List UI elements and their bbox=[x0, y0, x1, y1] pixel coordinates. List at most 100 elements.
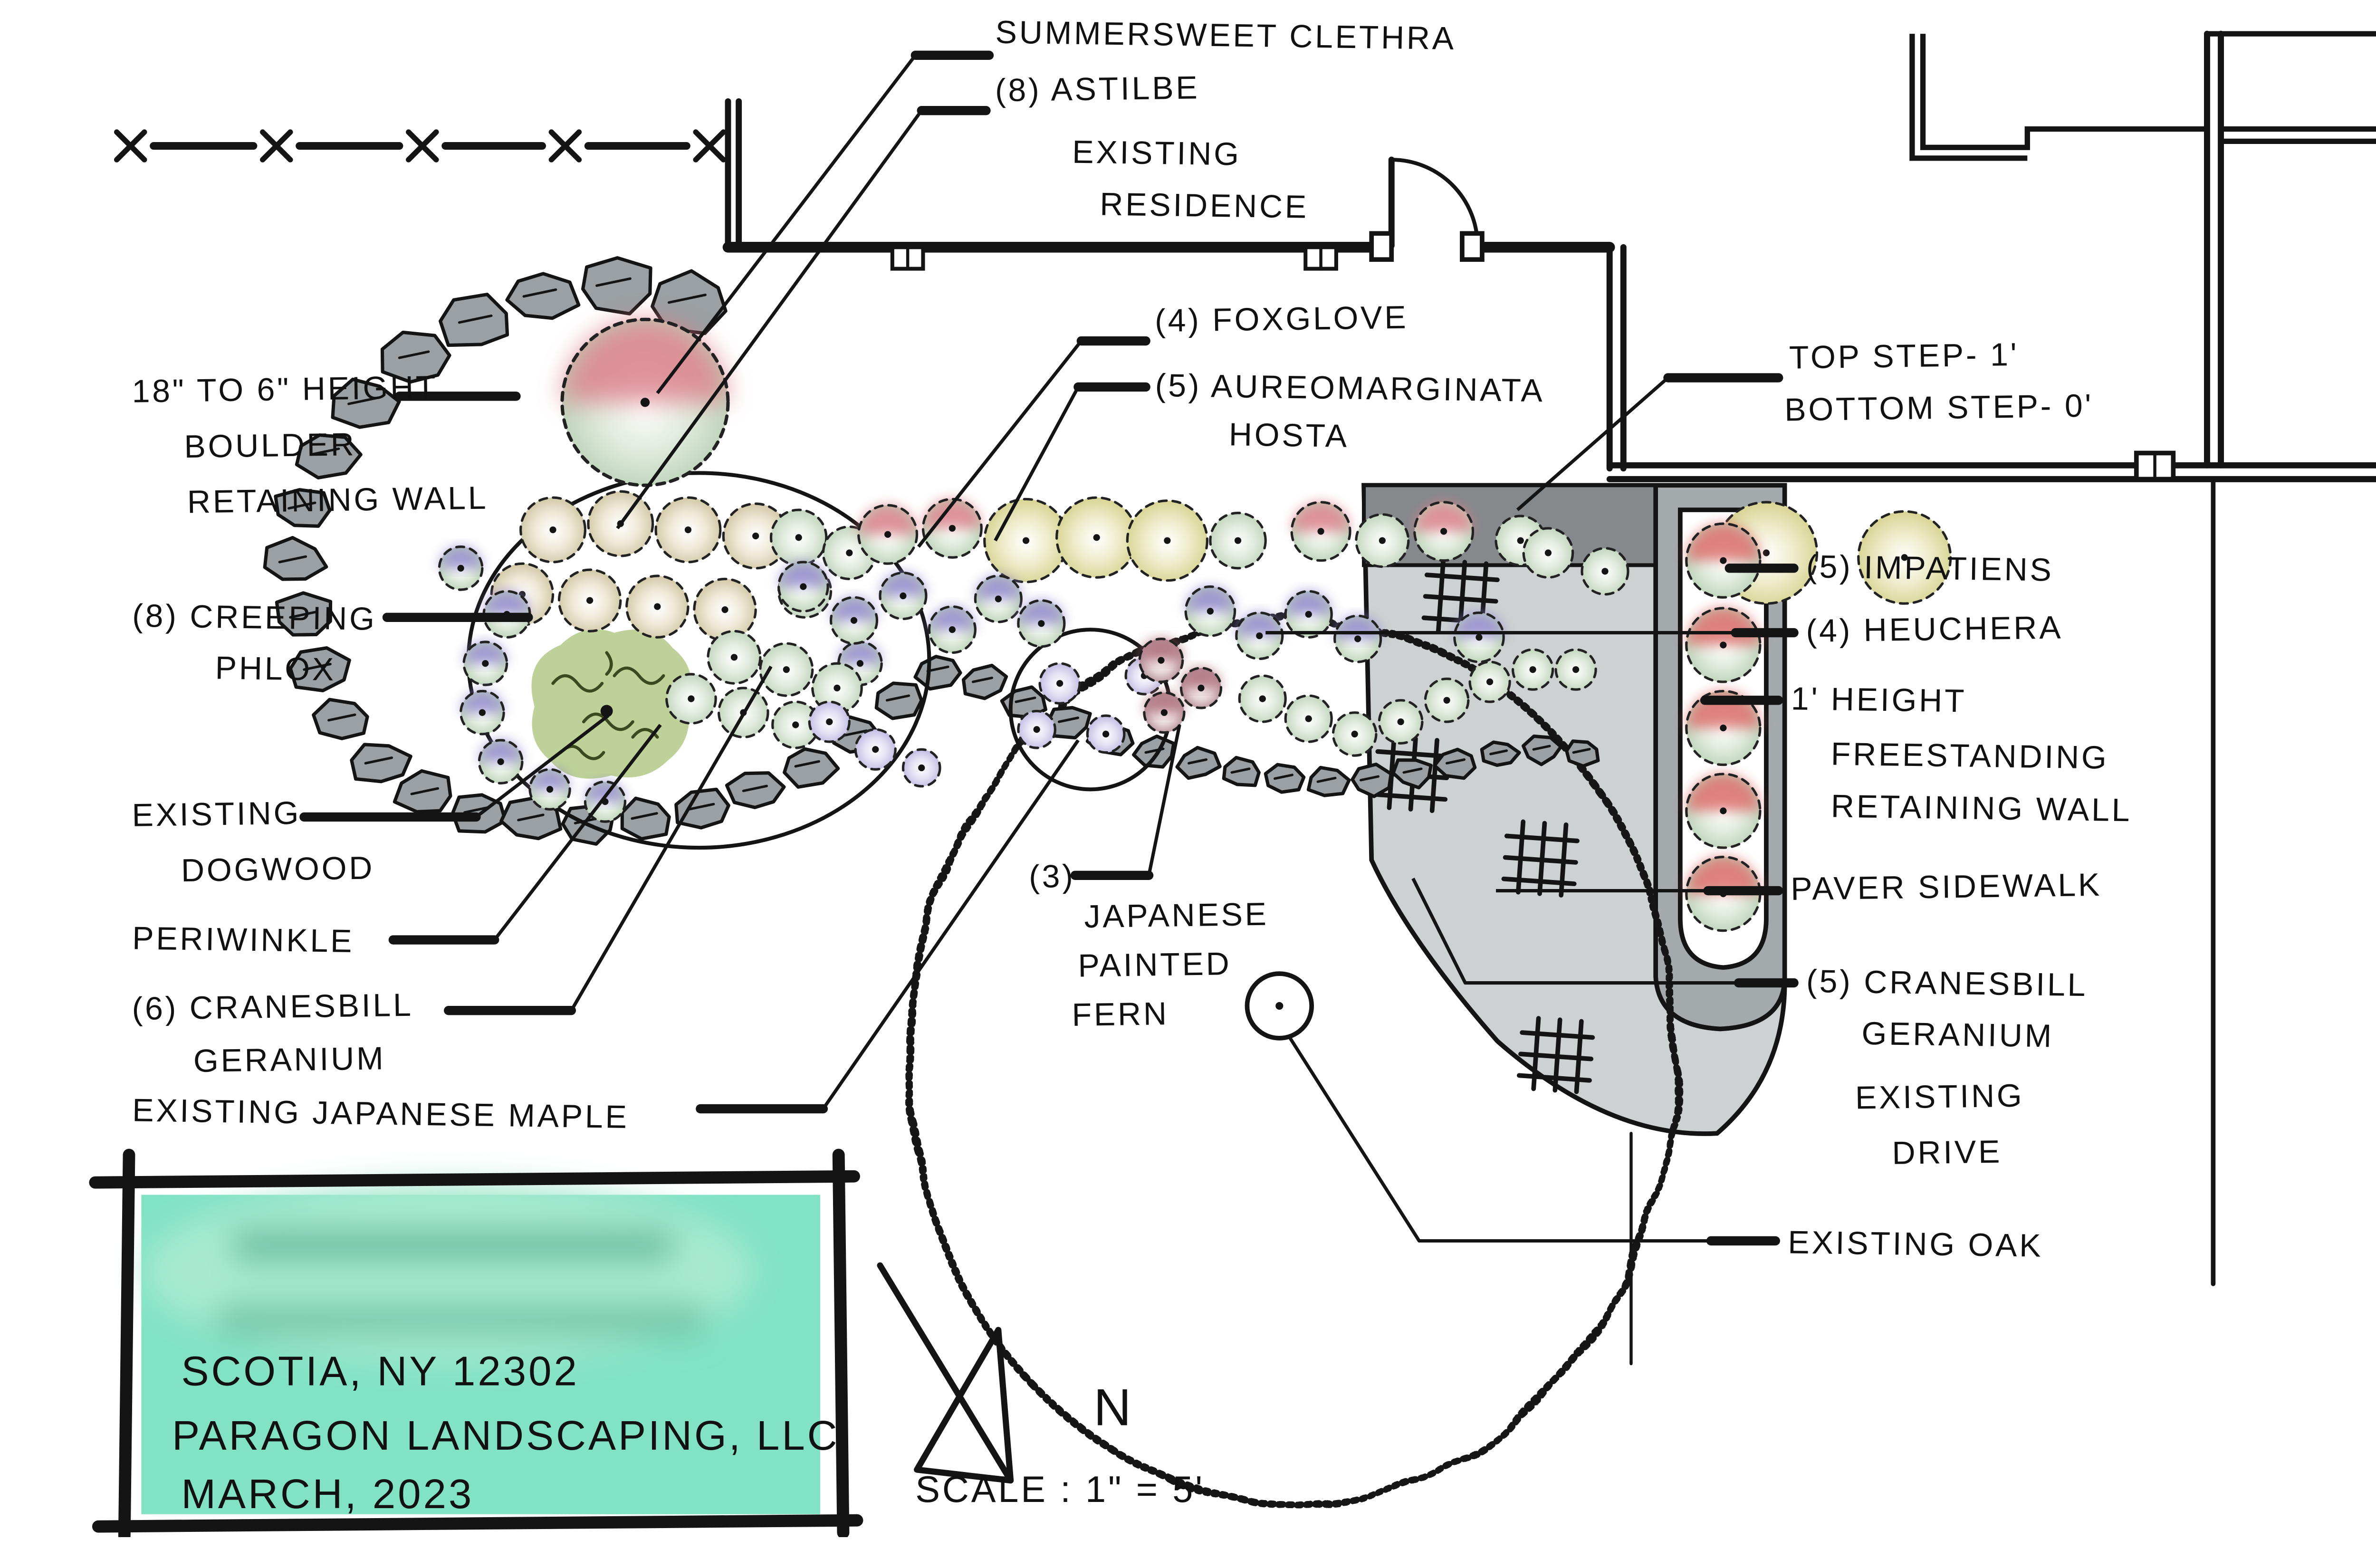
label-text: EXISTING bbox=[132, 795, 301, 833]
plant-foxglove bbox=[857, 504, 919, 565]
label-text: EXISTING bbox=[1072, 134, 1242, 172]
boulder bbox=[1306, 765, 1351, 797]
boulder bbox=[1264, 763, 1306, 794]
label-text: (6) CRANESBILL bbox=[132, 987, 413, 1027]
property-fence-line bbox=[114, 129, 726, 163]
plant-heuchera bbox=[1017, 599, 1066, 648]
label-text: (8) ASTILBE bbox=[995, 70, 1200, 108]
boulder bbox=[1391, 758, 1433, 790]
plant-tan bbox=[654, 496, 722, 564]
plant-lightgreen bbox=[811, 662, 863, 714]
label-existing-drive: EXISTING DRIVE bbox=[1855, 1078, 2024, 1171]
plant-clethra bbox=[560, 317, 730, 487]
label-text: DRIVE bbox=[1892, 1134, 2002, 1171]
leader-line bbox=[994, 386, 1080, 542]
plant-heuchera bbox=[1284, 590, 1333, 639]
boulder bbox=[1351, 763, 1393, 798]
plant-lightgreen bbox=[1284, 694, 1333, 743]
door-jamb bbox=[1460, 231, 1485, 262]
label-text: (5) AUREOMARGINATA bbox=[1155, 368, 1545, 409]
boulder bbox=[331, 377, 401, 429]
boulder bbox=[1522, 734, 1563, 766]
plant-lightgreen bbox=[1378, 699, 1424, 745]
label-text: (8) CREEPING bbox=[132, 598, 377, 637]
label-text: PAVER SIDEWALK bbox=[1791, 867, 2102, 907]
plant-lightgreen bbox=[769, 508, 828, 566]
boulder bbox=[620, 796, 671, 841]
boulder bbox=[581, 256, 652, 316]
plant-lavender bbox=[1038, 662, 1081, 705]
boulder bbox=[674, 787, 730, 830]
plant-heuchera bbox=[829, 596, 879, 645]
boulder bbox=[505, 272, 581, 320]
plant-heuchera bbox=[1453, 612, 1505, 663]
label-paver-sidewalk: PAVER SIDEWALK bbox=[1496, 867, 2102, 907]
dogwood-trunk-dot bbox=[600, 705, 613, 717]
label-text: JAPANESE bbox=[1084, 897, 1269, 935]
label-text: 1' HEIGHT bbox=[1791, 681, 1967, 719]
north-arrow: N bbox=[877, 1262, 1131, 1484]
label-heuchera: (4) HEUCHERA bbox=[1265, 610, 2063, 649]
plant-foxglove bbox=[1290, 501, 1351, 562]
boulder bbox=[783, 747, 840, 789]
label-text: EXISTING bbox=[1855, 1078, 2024, 1116]
label-text: 18" TO 6" HEIGHT bbox=[132, 370, 438, 410]
label-text: PAINTED bbox=[1078, 946, 1232, 984]
boulder bbox=[288, 646, 351, 693]
plant-symbols bbox=[438, 317, 1952, 932]
title-block-text: SCOTIA, NY 12302 bbox=[181, 1348, 579, 1394]
label-creeping-phlox: (8) CREEPING PHLOX bbox=[132, 598, 533, 688]
label-text: RETAINING WALL bbox=[187, 480, 488, 520]
plant-fern bbox=[1143, 691, 1186, 734]
plant-lightgreen bbox=[1554, 648, 1597, 691]
label-text: TOP STEP- 1' bbox=[1789, 337, 2019, 376]
label-text: RETAINING WALL bbox=[1830, 788, 2132, 828]
plant-phlox bbox=[460, 689, 505, 736]
plant-heuchera bbox=[1184, 585, 1236, 637]
plant-tan bbox=[693, 577, 757, 642]
label-text: DOGWOOD bbox=[181, 851, 375, 889]
plant-lightgreen bbox=[759, 642, 814, 697]
label-japanese-maple: EXISTING JAPANESE MAPLE bbox=[132, 739, 1080, 1135]
plant-lightgreen bbox=[1355, 513, 1410, 568]
label-astilbe: (8) ASTILBE bbox=[616, 70, 1200, 529]
plant-hosta bbox=[1126, 499, 1208, 582]
label-text: SUMMERSWEET CLETHRA bbox=[995, 15, 1456, 57]
plant-heuchera bbox=[1333, 614, 1382, 663]
plant-phlox bbox=[528, 768, 571, 811]
plant-lightgreen bbox=[707, 630, 762, 685]
plant-heuchera bbox=[974, 574, 1023, 623]
plant-hosta bbox=[1857, 510, 1952, 605]
leader-line bbox=[616, 109, 923, 529]
plant-lightgreen bbox=[665, 673, 717, 725]
label-text: RESIDENCE bbox=[1100, 186, 1309, 225]
leader-line bbox=[570, 665, 773, 1012]
label-existing-dogwood: EXISTING DOGWOOD bbox=[132, 714, 610, 889]
plant-tan bbox=[557, 568, 622, 632]
label-top-step: TOP STEP- 1'BOTTOM STEP- 0' bbox=[1516, 337, 2094, 511]
plant-tan bbox=[519, 496, 587, 564]
plant-lightgreen bbox=[1511, 648, 1554, 691]
boulder bbox=[350, 743, 412, 784]
door-swing-arc bbox=[1391, 158, 1480, 246]
boulder bbox=[274, 488, 332, 528]
label-text: (5) IMPATIENS bbox=[1806, 549, 2054, 588]
plant-phlox bbox=[478, 739, 524, 784]
label-text: (4) HEUCHERA bbox=[1806, 610, 2063, 649]
leader-line bbox=[822, 739, 1080, 1110]
plant-lavender bbox=[854, 728, 897, 771]
plant-lightgreen bbox=[1522, 527, 1574, 579]
plant-lightgreen bbox=[1238, 674, 1287, 723]
plant-heuchera bbox=[928, 605, 977, 654]
label-text: PHLOX bbox=[215, 650, 336, 688]
plant-heuchera bbox=[879, 571, 928, 621]
plant-lightgreen bbox=[1581, 547, 1629, 596]
plant-phlox bbox=[462, 641, 508, 687]
boulder bbox=[725, 771, 786, 809]
